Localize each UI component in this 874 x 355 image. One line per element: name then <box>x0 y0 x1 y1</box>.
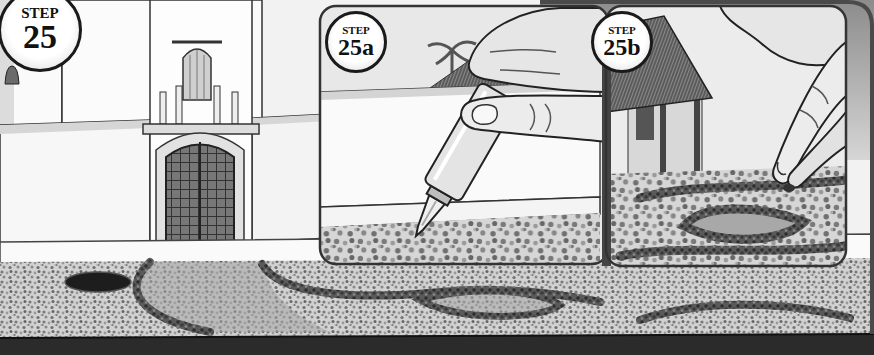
inset-stones-part-part <box>783 184 795 192</box>
background-scene-part <box>65 272 131 292</box>
background-scene-part <box>160 92 166 124</box>
inset-glue-part <box>320 6 608 264</box>
step-badge: STEP25a <box>325 11 387 73</box>
background-scene-part <box>156 133 244 245</box>
background-scene-part <box>137 262 331 332</box>
background-scene-part <box>420 291 560 316</box>
background-scene-part <box>252 114 330 242</box>
background-scene-part <box>5 66 19 84</box>
background-scene-part <box>232 92 238 124</box>
background-scene-part <box>0 334 874 355</box>
background-scene-part <box>214 86 220 124</box>
background-scene-part <box>199 142 201 245</box>
inset-glue-part-part-part <box>422 201 436 225</box>
inset-stones-part-part <box>694 92 700 180</box>
step-word: STEP <box>342 25 370 36</box>
badge-text-group: STEP25a <box>338 25 374 59</box>
inset-stones <box>602 6 846 266</box>
inset-stones-part-part <box>720 6 846 65</box>
background-scene-part <box>150 0 252 245</box>
inset-glue-part-part <box>461 95 608 142</box>
background-scene-part <box>137 262 211 332</box>
background-scene-part <box>0 334 874 338</box>
background-scene-part <box>183 49 211 100</box>
inset-glue <box>320 6 608 264</box>
inset-stones-part-part <box>800 86 828 128</box>
inset-glue-part-part <box>320 213 600 264</box>
inset-stones-part-part <box>620 246 846 256</box>
background-scene-part <box>190 50 204 100</box>
badge-text-group: STEP25b <box>603 25 640 59</box>
step-badge: STEP25 <box>0 0 82 72</box>
step-badge: STEP25b <box>591 11 653 73</box>
background-scene-part <box>420 291 560 316</box>
background-scene-part <box>0 120 150 250</box>
background-scene-part <box>0 120 150 134</box>
inset-stones-part-part <box>788 112 846 187</box>
inset-glue-part-part <box>469 8 608 92</box>
inset-glue-part <box>320 6 608 264</box>
background-scene-part <box>176 86 182 124</box>
background-scene-part <box>640 305 850 320</box>
inset-glue-part-part <box>530 104 550 132</box>
background-scene-part <box>172 41 222 44</box>
inset-stones-part-part <box>640 180 846 198</box>
inset-stones-part-part <box>777 162 786 174</box>
step-word: STEP <box>608 25 636 36</box>
step-word: STEP <box>21 6 59 21</box>
step-number: 25 <box>23 21 57 53</box>
background-scene-part <box>252 114 330 125</box>
inset-glue-part-part <box>490 50 560 74</box>
background-scene-part <box>0 258 874 338</box>
inset-stones-part-part <box>684 209 804 239</box>
inset-stones-part-part <box>606 166 846 266</box>
inset-glue-part-part <box>320 6 608 264</box>
step-number: 25a <box>338 36 374 59</box>
step-number: 25b <box>603 36 640 59</box>
badge-text-group: STEP25 <box>21 6 59 53</box>
inset-glue-part-part <box>472 105 497 125</box>
